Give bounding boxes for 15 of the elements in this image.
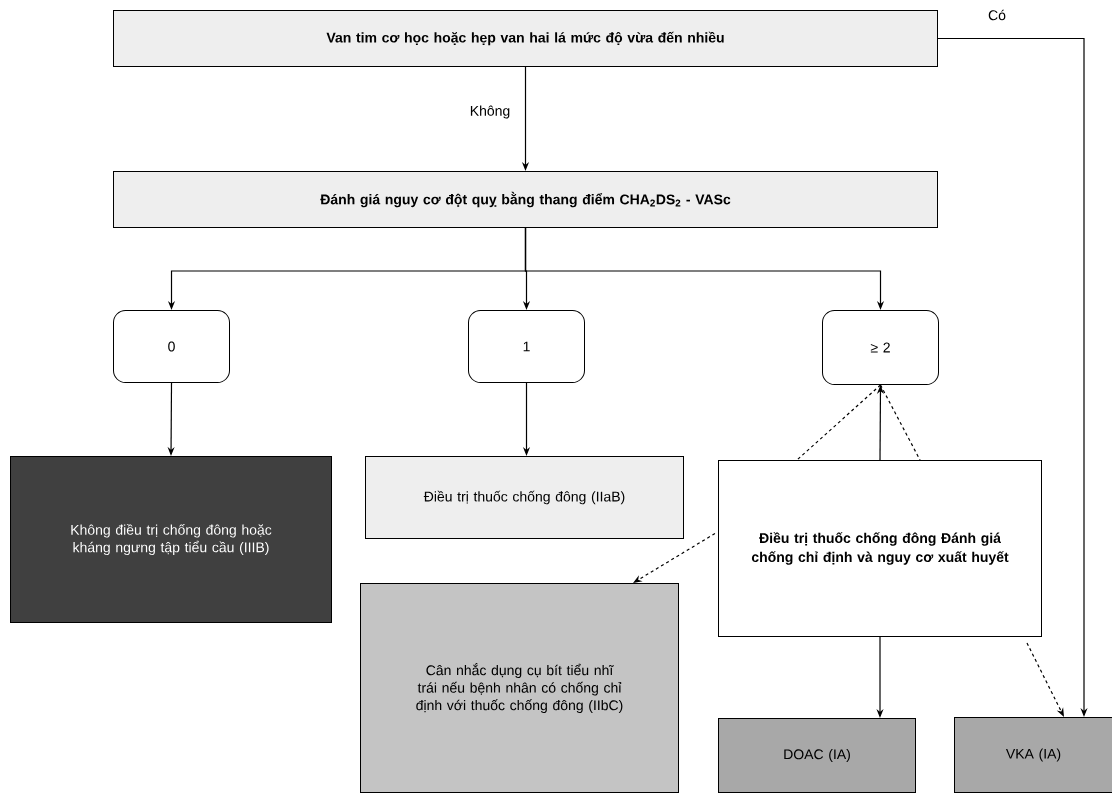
score-box: ≥ 2: [822, 310, 939, 385]
decision-box: Van tim cơ học hoặc hẹp van hai lá mức độ vừa đến nhiều: [113, 10, 938, 67]
recommendation-box: VKA (IA): [954, 717, 1112, 793]
arrow: [1026, 642, 1064, 717]
edge-label: Có: [987, 8, 1007, 22]
score-box: 0: [113, 310, 230, 383]
edge-label: Không: [468, 104, 512, 120]
process-box: Đánh giá nguy cơ đột quỵ bằng thang điểm CHA$_{2}$DS$_{2}$ - VASc: [113, 171, 938, 228]
recommendation-box: Điều trị thuốc chống đông (IIaB): [365, 456, 684, 539]
recommendation-box: Cân nhắc dụng cụ bít tiểu nhĩ trái nếu bệnh nhân có chống chỉ định với thuốc chống đông (IIbC): [360, 583, 679, 793]
recommendation-box: DOAC (IA): [718, 718, 916, 793]
process-box: Điều trị thuốc chống đông Đánh giá chống chỉ định và nguy cơ xuất huyết: [718, 460, 1042, 637]
score-box: 1: [468, 310, 585, 383]
recommendation-box: Không điều trị chống đông hoặc kháng ngưng tập tiểu cầu (IIIB): [10, 456, 332, 623]
arrow: [633, 532, 716, 583]
